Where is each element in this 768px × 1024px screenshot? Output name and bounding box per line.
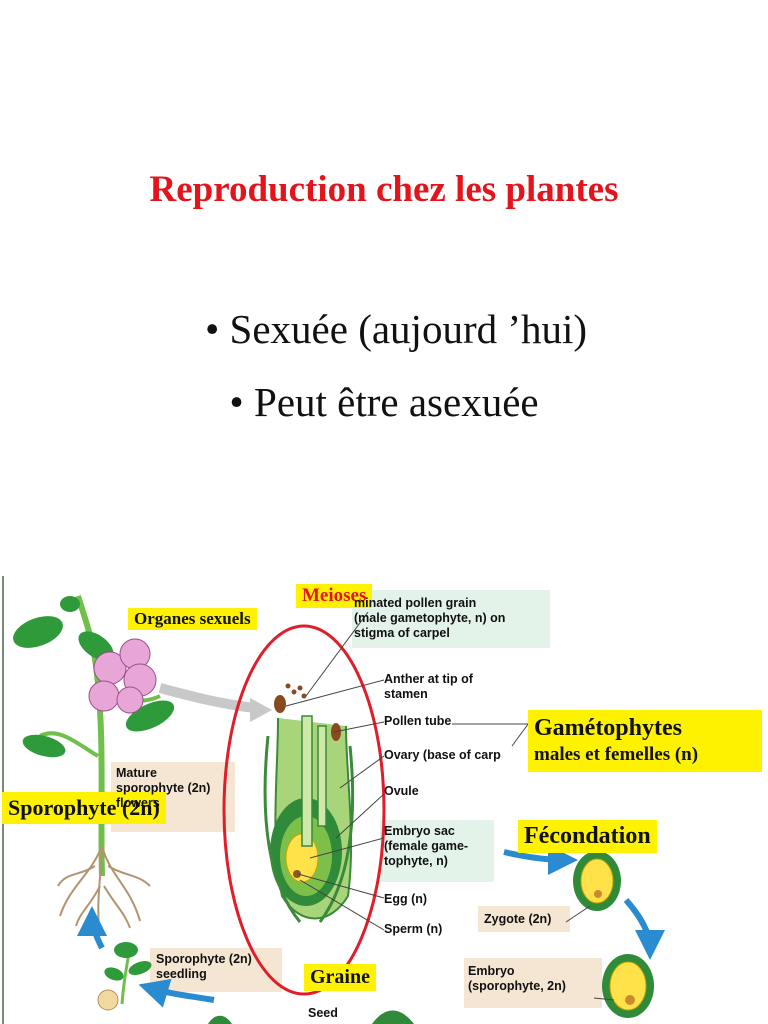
label-seed: Seed: [308, 1006, 338, 1020]
label-sporophyte: Sporophyte (2n): [2, 792, 166, 824]
plant-life-cycle-diagram: Meioses Organes sexuels Gamétophytes mal…: [0, 576, 768, 1024]
seedling-line1: Sporophyte (2n): [156, 952, 252, 966]
bullet-asexuee: • Peut être asexuée: [229, 379, 539, 425]
embryo-line2: (sporophyte, 2n): [468, 979, 566, 993]
embryo-sac-line2: (female game-: [384, 839, 469, 853]
meiosis-circle: [222, 624, 386, 996]
label-pollen-tube: Pollen tube: [384, 714, 452, 728]
label-pollen-grain: minated pollen grain (male gametophyte, …: [354, 596, 505, 641]
embryo-sac-line3: tophyte, n): [384, 854, 448, 868]
label-fecondation: Fécondation: [518, 820, 657, 853]
embryo-label-box: [464, 958, 602, 1008]
label-egg: Egg (n): [384, 892, 428, 906]
bullet-sexuee: • Sexuée (aujourd ’hui): [204, 306, 588, 352]
embryo-line1: Embryo: [468, 964, 515, 978]
label-anther: Anther at tip of stamen: [384, 672, 473, 702]
zygote-label-box: [478, 906, 570, 932]
anther-line1: Anther at tip of: [384, 672, 473, 686]
slide-title: Reproduction chez les plantes: [149, 169, 619, 210]
flower-cross-section: [263, 683, 355, 923]
pollen-label-box: [352, 590, 550, 648]
label-meioses: Meioses: [296, 584, 373, 608]
seedling-line2: seedling: [156, 967, 207, 981]
label-graine: Graine: [304, 964, 376, 991]
diagram-artwork: [2, 576, 665, 1024]
seedling: [97, 942, 152, 1011]
label-embryo: Embryo (sporophyte, 2n): [468, 964, 566, 994]
zygote-cell: [573, 851, 621, 911]
label-embryo-sac: Embryo sac (female game- tophyte, n): [384, 824, 468, 869]
label-mature: Mature sporophyte (2n) flowers: [116, 766, 210, 811]
pollen-line2: (male gametophyte, n) on: [354, 611, 506, 625]
embryo-cell: [602, 954, 654, 1018]
anther-line2: stamen: [384, 687, 428, 701]
gametophytes-line1: Gamétophytes: [534, 715, 682, 741]
mature-line2: sporophyte (2n): [116, 781, 211, 795]
seedling-label-box: [150, 948, 282, 992]
label-ovary: Ovary (base of carp: [384, 748, 501, 762]
label-gametophytes: Gamétophytes males et femelles (n): [528, 710, 762, 772]
pollen-line3: stigma of carpel: [354, 626, 450, 640]
pollen-line1: minated pollen grain: [354, 596, 477, 610]
label-seedling: Sporophyte (2n) seedling: [156, 952, 252, 982]
mature-line3: flowers: [116, 796, 160, 810]
gametophytes-line2: males et femelles (n): [534, 744, 699, 765]
embryo-sac-line1: Embryo sac: [384, 824, 455, 838]
label-ovule: Ovule: [384, 784, 419, 798]
pink-flowers: [88, 638, 157, 714]
label-zygote: Zygote (2n): [484, 912, 552, 926]
embryo-sac-label-box: [380, 820, 494, 882]
mature-line1: Mature: [116, 766, 157, 780]
label-organes-sexuels: Organes sexuels: [128, 608, 257, 630]
label-sperm: Sperm (n): [384, 922, 443, 936]
